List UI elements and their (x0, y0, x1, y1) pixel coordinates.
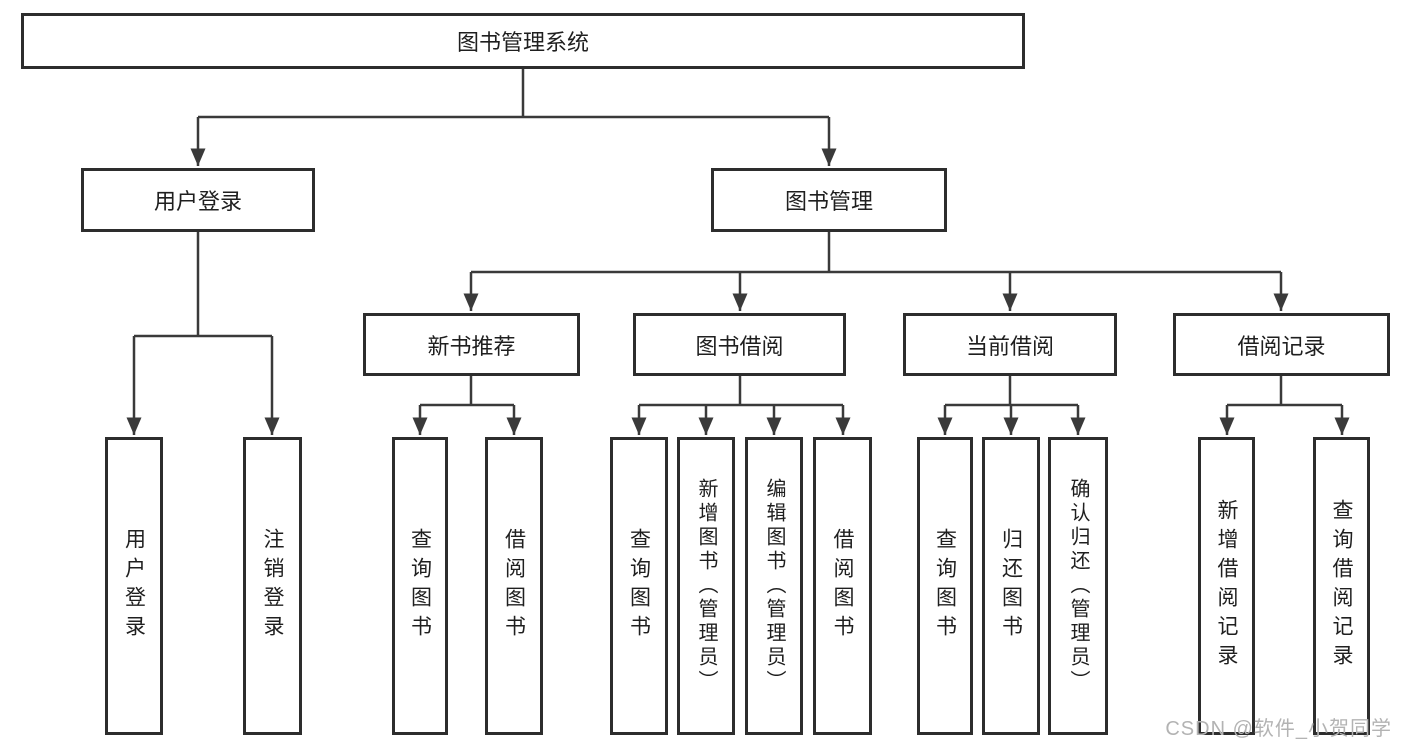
leaf-borrow-books-recommend: 借阅图书 (485, 437, 543, 735)
leaf-borrow-books-borrowing: 借阅图书 (813, 437, 872, 735)
node-current-borrowing: 当前借阅 (903, 313, 1117, 376)
leaf-query-books-recommend: 查询图书 (392, 437, 448, 735)
leaf-query-borrow-record: 查询借阅记录 (1313, 437, 1370, 735)
node-user-login: 用户登录 (81, 168, 315, 232)
csdn-watermark: CSDN @软件_小贺同学 (1165, 718, 1392, 740)
arrow-stems (126, 117, 1350, 435)
node-borrowing-records: 借阅记录 (1173, 313, 1390, 376)
leaf-return-books: 归还图书 (982, 437, 1040, 735)
node-root: 图书管理系统 (21, 13, 1025, 69)
leaf-add-books-admin: 新增图书（管理员） (677, 437, 735, 735)
node-book-management: 图书管理 (711, 168, 947, 232)
leaf-query-books-current: 查询图书 (917, 437, 973, 735)
leaf-query-books-borrowing: 查询图书 (610, 437, 668, 735)
leaf-user-login: 用户登录 (105, 437, 163, 735)
leaf-logout: 注销登录 (243, 437, 302, 735)
node-book-borrowing: 图书借阅 (633, 313, 846, 376)
node-new-book-recommend: 新书推荐 (363, 313, 580, 376)
leaf-edit-books-admin: 编辑图书（管理员） (745, 437, 803, 735)
leaf-add-borrow-record: 新增借阅记录 (1198, 437, 1255, 735)
leaf-confirm-return-admin: 确认归还（管理员） (1048, 437, 1108, 735)
